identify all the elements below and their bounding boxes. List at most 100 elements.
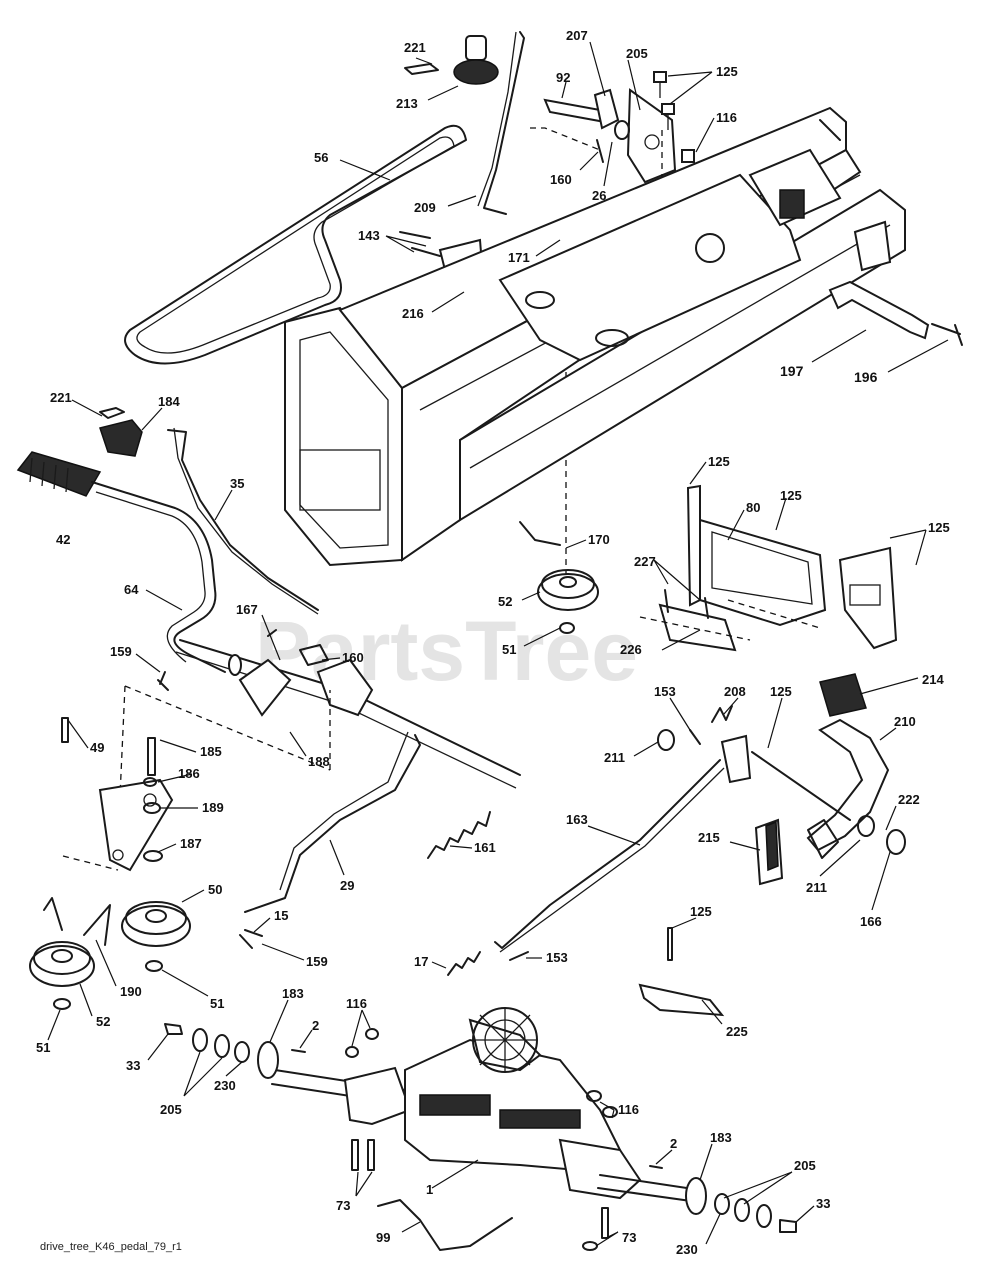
grip (16, 451, 102, 497)
callout: 50 (208, 882, 222, 897)
clip (99, 407, 125, 419)
callout: 29 (340, 878, 354, 893)
callout: 99 (376, 1230, 390, 1245)
callout: 51 (502, 642, 516, 657)
spring-bracket (43, 897, 111, 946)
idler-pulley (121, 901, 191, 947)
callout: 73 (336, 1198, 350, 1213)
callout: 153 (654, 684, 676, 699)
callout: 167 (236, 602, 258, 617)
callout: 15 (274, 908, 288, 923)
idler-bracket (61, 717, 174, 872)
lever-rod (483, 31, 525, 215)
callout: 125 (780, 488, 802, 503)
callout: 222 (898, 792, 920, 807)
callout: 170 (588, 532, 610, 547)
chassis-frame (284, 106, 906, 567)
rod (494, 759, 721, 949)
callout: 51 (36, 1040, 50, 1055)
callout: 125 (708, 454, 730, 469)
callout: 171 (508, 250, 530, 265)
callout: 190 (120, 984, 142, 999)
callout: 209 (414, 200, 436, 215)
callout: 205 (160, 1102, 182, 1117)
bracket (638, 927, 725, 1017)
callout: 116 (716, 110, 737, 125)
callout: 92 (556, 70, 570, 85)
callout: 33 (126, 1058, 140, 1073)
callout: 183 (710, 1130, 732, 1145)
callout: 17 (414, 954, 428, 969)
callout: 189 (202, 800, 224, 815)
washer (857, 815, 875, 837)
callout: 35 (230, 476, 244, 491)
callout: 196 (854, 369, 878, 385)
spring (447, 951, 481, 976)
callout: 159 (110, 644, 132, 659)
rod (377, 1199, 513, 1251)
callout: 211 (604, 750, 625, 765)
axle-hardware-right (582, 1090, 797, 1251)
callout: 125 (690, 904, 712, 919)
callout: 64 (124, 582, 139, 597)
callout: 210 (894, 714, 916, 729)
callout: 214 (922, 672, 944, 687)
axle-hardware-left (164, 1023, 379, 1171)
idler-pulley (29, 941, 95, 987)
transaxle (271, 1007, 701, 1203)
callout: 188 (308, 754, 330, 769)
callout: 184 (158, 394, 180, 409)
callout: 207 (566, 28, 588, 43)
pedal-pad (819, 673, 867, 717)
callout: 2 (670, 1136, 677, 1151)
drive-belt (124, 124, 467, 365)
callout: 73 (622, 1230, 636, 1245)
callout: 160 (342, 650, 364, 665)
callout: 2 (312, 1018, 319, 1033)
callout: 161 (474, 840, 496, 855)
callout: 26 (592, 188, 606, 203)
callout: 163 (566, 812, 588, 827)
callout: 205 (626, 46, 648, 61)
callout: 186 (178, 766, 200, 781)
rod (167, 429, 319, 611)
callout: 183 (282, 986, 304, 1001)
callout: 125 (716, 64, 738, 79)
callout: 51 (210, 996, 224, 1011)
pedal-rod (828, 280, 930, 340)
callout: 159 (306, 954, 328, 969)
callout: 125 (928, 520, 950, 535)
callout: 230 (214, 1078, 236, 1093)
callout: 197 (780, 363, 804, 379)
callout: 49 (90, 740, 104, 755)
callout: 205 (794, 1158, 816, 1173)
callout: 52 (96, 1014, 110, 1029)
callout: 125 (770, 684, 792, 699)
cross-shaft (175, 629, 521, 789)
callout: 225 (726, 1024, 748, 1039)
callout: 208 (724, 684, 746, 699)
pin (157, 671, 169, 691)
callout: 215 (698, 830, 720, 845)
leader-lines (47, 41, 949, 1247)
nut (53, 998, 71, 1010)
callout: 211 (806, 880, 827, 895)
callout: 166 (860, 914, 882, 929)
pedal-shaft-bracket (657, 705, 851, 821)
watermark: PartsTree (255, 604, 638, 698)
callout: 56 (314, 150, 328, 165)
callout: 52 (498, 594, 512, 609)
washer (886, 829, 906, 855)
nut (145, 960, 163, 972)
callout: 185 (200, 744, 222, 759)
idler-pulley (537, 569, 599, 611)
diagram-caption: drive_tree_K46_pedal_79_r1 (40, 1241, 182, 1253)
callout: 213 (396, 96, 418, 111)
callout: 116 (346, 996, 367, 1011)
brake-pedal-arm (806, 718, 890, 852)
callout: 187 (180, 836, 202, 851)
idler-arm (519, 521, 561, 546)
callout: 1 (426, 1182, 433, 1197)
bolt (931, 323, 963, 346)
